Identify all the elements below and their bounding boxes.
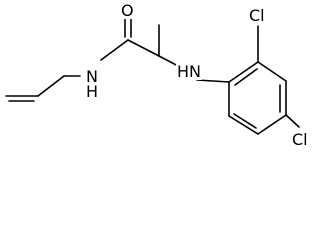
ring-inner-bond-1 [234, 68, 258, 86]
amine-hn-label: HN [176, 62, 202, 81]
ring-bond-4 [257, 114, 287, 135]
ring-bond-5 [228, 115, 259, 135]
c-alpha-bond [127, 39, 160, 57]
chlorine-meta-label: Cl [291, 130, 309, 149]
chlorine-ortho-label: Cl [248, 6, 266, 25]
ring-bond-2 [257, 61, 287, 82]
carbonyl-oxygen-label: O [120, 1, 135, 20]
nh-ring-bond [196, 79, 230, 83]
amide-hydrogen-label: H [85, 82, 100, 101]
amide-c-n-bond [100, 39, 129, 61]
ring-inner-bond-3 [233, 113, 257, 129]
bond-drawing [5, 14, 300, 135]
ring-cl-meta-bond [285, 114, 300, 128]
ring-bond-1 [228, 61, 259, 83]
amide-nitrogen-label: N [85, 67, 99, 86]
molecule-structure: O N H HN Cl Cl [5, 1, 309, 149]
allyl-ch2-ch-bond [37, 75, 65, 97]
